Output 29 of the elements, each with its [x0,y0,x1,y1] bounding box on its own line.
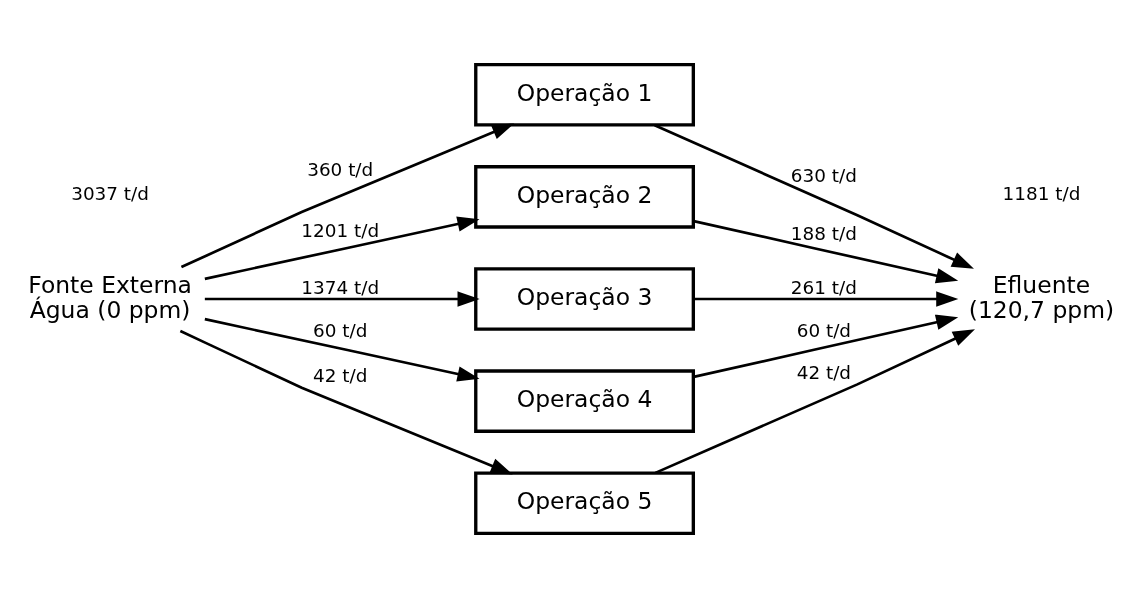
node-box: Operação 5 [474,470,695,535]
arrow [654,328,975,474]
edge-label: 1374 t/d [301,276,380,298]
edge-label: 1201 t/d [301,219,380,241]
arrow [693,290,959,307]
arrow [179,329,513,474]
node-box: Operação 2 [474,164,695,229]
edge-label: 60 t/d [796,319,852,341]
label: 3037 t/d [71,182,149,204]
node-box: Operação 3 [474,266,695,331]
arrow [180,122,515,268]
arrow [204,317,480,382]
edge-label: 261 t/d [790,276,857,298]
label: 1181 t/d [1002,182,1081,204]
node-box: Operação 4 [474,368,695,433]
node-text: Fonte Externa Água (0 ppm) [28,270,192,324]
edge-label: 630 t/d [790,164,857,186]
arrow [693,314,959,378]
node-text: Efluente (120,7 ppm) [968,270,1115,324]
arrow [693,219,959,283]
arrow [204,290,480,307]
arrow [204,215,480,280]
node-box: Operação 1 [474,62,695,127]
edge-label: 188 t/d [790,222,857,244]
edge-label: 42 t/d [796,361,852,383]
arrow [654,123,974,269]
edge-label: 360 t/d [307,158,374,180]
edge-label: 60 t/d [313,319,368,341]
edge-label: 42 t/d [313,364,368,386]
